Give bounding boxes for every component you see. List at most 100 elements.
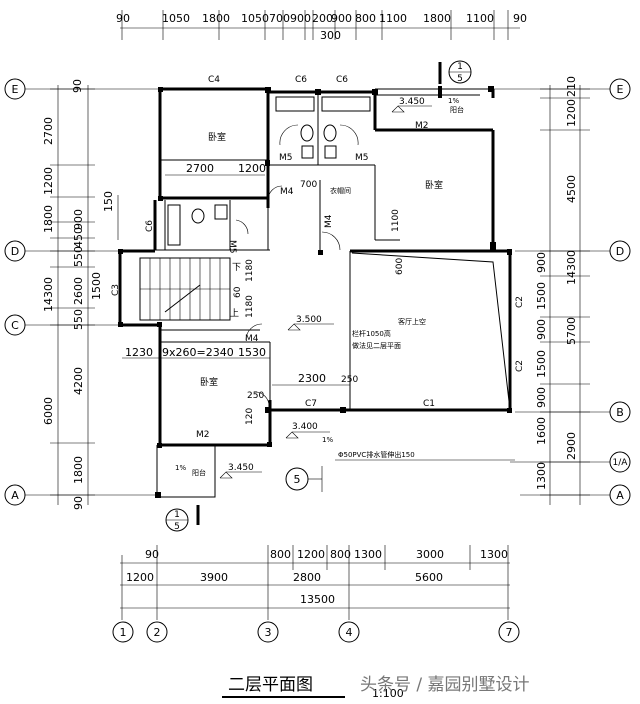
dim-top-10: 1100 bbox=[466, 12, 494, 25]
dim-right-4500: 4500 bbox=[565, 175, 578, 203]
slope-sw: 1% bbox=[175, 464, 186, 472]
staircase: 下 上 bbox=[139, 257, 241, 321]
axis-col-2: 2 bbox=[154, 626, 161, 639]
stair-down-label: 下 bbox=[232, 263, 241, 273]
dim-top-9: 1800 bbox=[423, 12, 451, 25]
rdim-1530: 1530 bbox=[238, 346, 266, 359]
dim-right-1500a: 1500 bbox=[535, 282, 548, 310]
elev-balcony-ne: 3.450 bbox=[399, 97, 425, 107]
dim-right-900c: 900 bbox=[535, 387, 548, 408]
dim-top-300: 300 bbox=[320, 29, 341, 42]
dim-top-5: 200 bbox=[312, 12, 333, 25]
dim-left-150: 150 bbox=[102, 191, 115, 212]
door-m2-sw: M2 bbox=[196, 430, 210, 440]
dim-left-1800b: 1800 bbox=[72, 456, 85, 484]
dim-bottom-800b: 800 bbox=[330, 548, 351, 561]
dim-top-8: 1100 bbox=[379, 12, 407, 25]
rdim-1180a: 1180 bbox=[245, 259, 255, 282]
window-c2-b: C2 bbox=[515, 360, 525, 372]
section-bottom-num: 1 bbox=[174, 510, 180, 520]
dim-top-1: 1800 bbox=[202, 12, 230, 25]
dim-right-1200: 1200 bbox=[565, 99, 578, 127]
axis-col-3: 3 bbox=[265, 626, 272, 639]
rdim-60: 60 bbox=[233, 286, 243, 298]
dim-left-4200: 4200 bbox=[72, 367, 85, 395]
dim-right-210: 210 bbox=[565, 76, 578, 97]
dim-top-0: 1050 bbox=[162, 12, 190, 25]
room-cloakroom: 衣帽间 bbox=[330, 186, 351, 195]
window-c2-a: C2 bbox=[515, 296, 525, 308]
plan-scale: 1:100 bbox=[372, 687, 404, 700]
rdim-1180b: 1180 bbox=[245, 295, 255, 318]
room-dimensions: 2700 1200 700 1100 600 1180 60 1180 2300… bbox=[122, 162, 405, 425]
rdim-120: 120 bbox=[245, 408, 255, 425]
dim-right-2900: 2900 bbox=[565, 432, 578, 460]
dim-left-1200: 1200 bbox=[42, 167, 55, 195]
bathroom-fixtures bbox=[167, 96, 371, 246]
axis-col-7: 7 bbox=[506, 626, 513, 639]
dim-right-900a: 900 bbox=[535, 252, 548, 273]
dim-bottom-800a: 800 bbox=[270, 548, 291, 561]
dim-left-450: 450 bbox=[72, 227, 85, 248]
dim-bottom-1300b: 1300 bbox=[480, 548, 508, 561]
dim-left-90b: 90 bbox=[72, 496, 85, 510]
elevation-marks: 3.450 3.500 3.400 3.450 1% 1% 1% bbox=[175, 97, 459, 479]
walls bbox=[118, 86, 512, 498]
room-balcony-sw: 阳台 bbox=[192, 468, 206, 477]
slope-porch: 1% bbox=[322, 436, 333, 444]
dim-right-5700: 5700 bbox=[565, 317, 578, 345]
axis-right-E: E bbox=[617, 83, 624, 96]
door-m5-a: M5 bbox=[279, 153, 293, 163]
watermark: 头条号 / 嘉园别墅设计 bbox=[360, 675, 530, 695]
elev-balcony-sw: 3.450 bbox=[228, 463, 254, 473]
dim-top-90-right: 90 bbox=[513, 12, 527, 25]
axis-left-A: A bbox=[11, 489, 19, 502]
dim-top-90: 90 bbox=[116, 12, 130, 25]
dim-top-2: 1050 bbox=[241, 12, 269, 25]
detail-5-label: 5 bbox=[294, 473, 301, 486]
dim-left-6000: 6000 bbox=[42, 397, 55, 425]
rdim-250a: 250 bbox=[341, 375, 358, 385]
right-dimension-chain: 210 1200 4500 900 1500 900 1500 900 1430… bbox=[535, 76, 590, 505]
dim-top-3: 700 bbox=[269, 12, 290, 25]
living-void-outline bbox=[351, 252, 511, 411]
window-c3: C3 bbox=[111, 284, 121, 296]
rdim-700: 700 bbox=[300, 180, 317, 190]
slope-ne: 1% bbox=[448, 97, 459, 105]
dim-left-2700: 2700 bbox=[42, 117, 55, 145]
dim-bottom-90: 90 bbox=[145, 548, 159, 561]
rdim-250b: 250 bbox=[247, 391, 264, 401]
note-drain: Φ50PVC排水管伸出150 bbox=[338, 450, 415, 459]
window-c7: C7 bbox=[305, 399, 317, 409]
section-bottom-den: 5 bbox=[174, 522, 180, 532]
rdim-1230: 1230 bbox=[125, 346, 153, 359]
axis-right-B: B bbox=[616, 406, 624, 419]
dim-left-550a: 550 bbox=[72, 246, 85, 267]
dim-right-900b: 900 bbox=[535, 319, 548, 340]
bottom-dimension-chain: 90 800 1200 800 1300 3000 1300 1200 3900… bbox=[120, 545, 510, 620]
dim-bottom-1300a: 1300 bbox=[354, 548, 382, 561]
axis-right-1A: 1/A bbox=[613, 458, 629, 468]
window-c6-c: C6 bbox=[145, 220, 155, 232]
dim-bottom-5600: 5600 bbox=[415, 571, 443, 584]
rdim-1200: 1200 bbox=[238, 162, 266, 175]
dim-bottom-1200: 1200 bbox=[297, 548, 325, 561]
axis-left-E: E bbox=[12, 83, 19, 96]
axis-col-1: 1 bbox=[120, 626, 127, 639]
dim-left-1800: 1800 bbox=[42, 205, 55, 233]
dim-bottom-1200-axis: 1200 bbox=[126, 571, 154, 584]
room-bedroom-sw: 卧室 bbox=[200, 376, 218, 388]
axis-left-C: C bbox=[11, 319, 19, 332]
door-m5-c: M5 bbox=[227, 240, 237, 254]
door-m4-a: M4 bbox=[280, 187, 294, 197]
dim-top-4: 900 bbox=[290, 12, 311, 25]
dim-left-2600: 2600 bbox=[72, 277, 85, 305]
window-c6-a: C6 bbox=[295, 75, 307, 85]
axis-right-D: D bbox=[616, 245, 624, 258]
note-rail-a: 栏杆1050高 bbox=[352, 329, 391, 338]
left-dimension-chain: 90 2700 1200 1800 900 450 150 550 2600 1… bbox=[42, 79, 119, 510]
elev-porch: 3.400 bbox=[292, 422, 318, 432]
room-balcony-ne: 阳台 bbox=[450, 105, 464, 114]
room-bedroom-nw: 卧室 bbox=[208, 131, 226, 143]
